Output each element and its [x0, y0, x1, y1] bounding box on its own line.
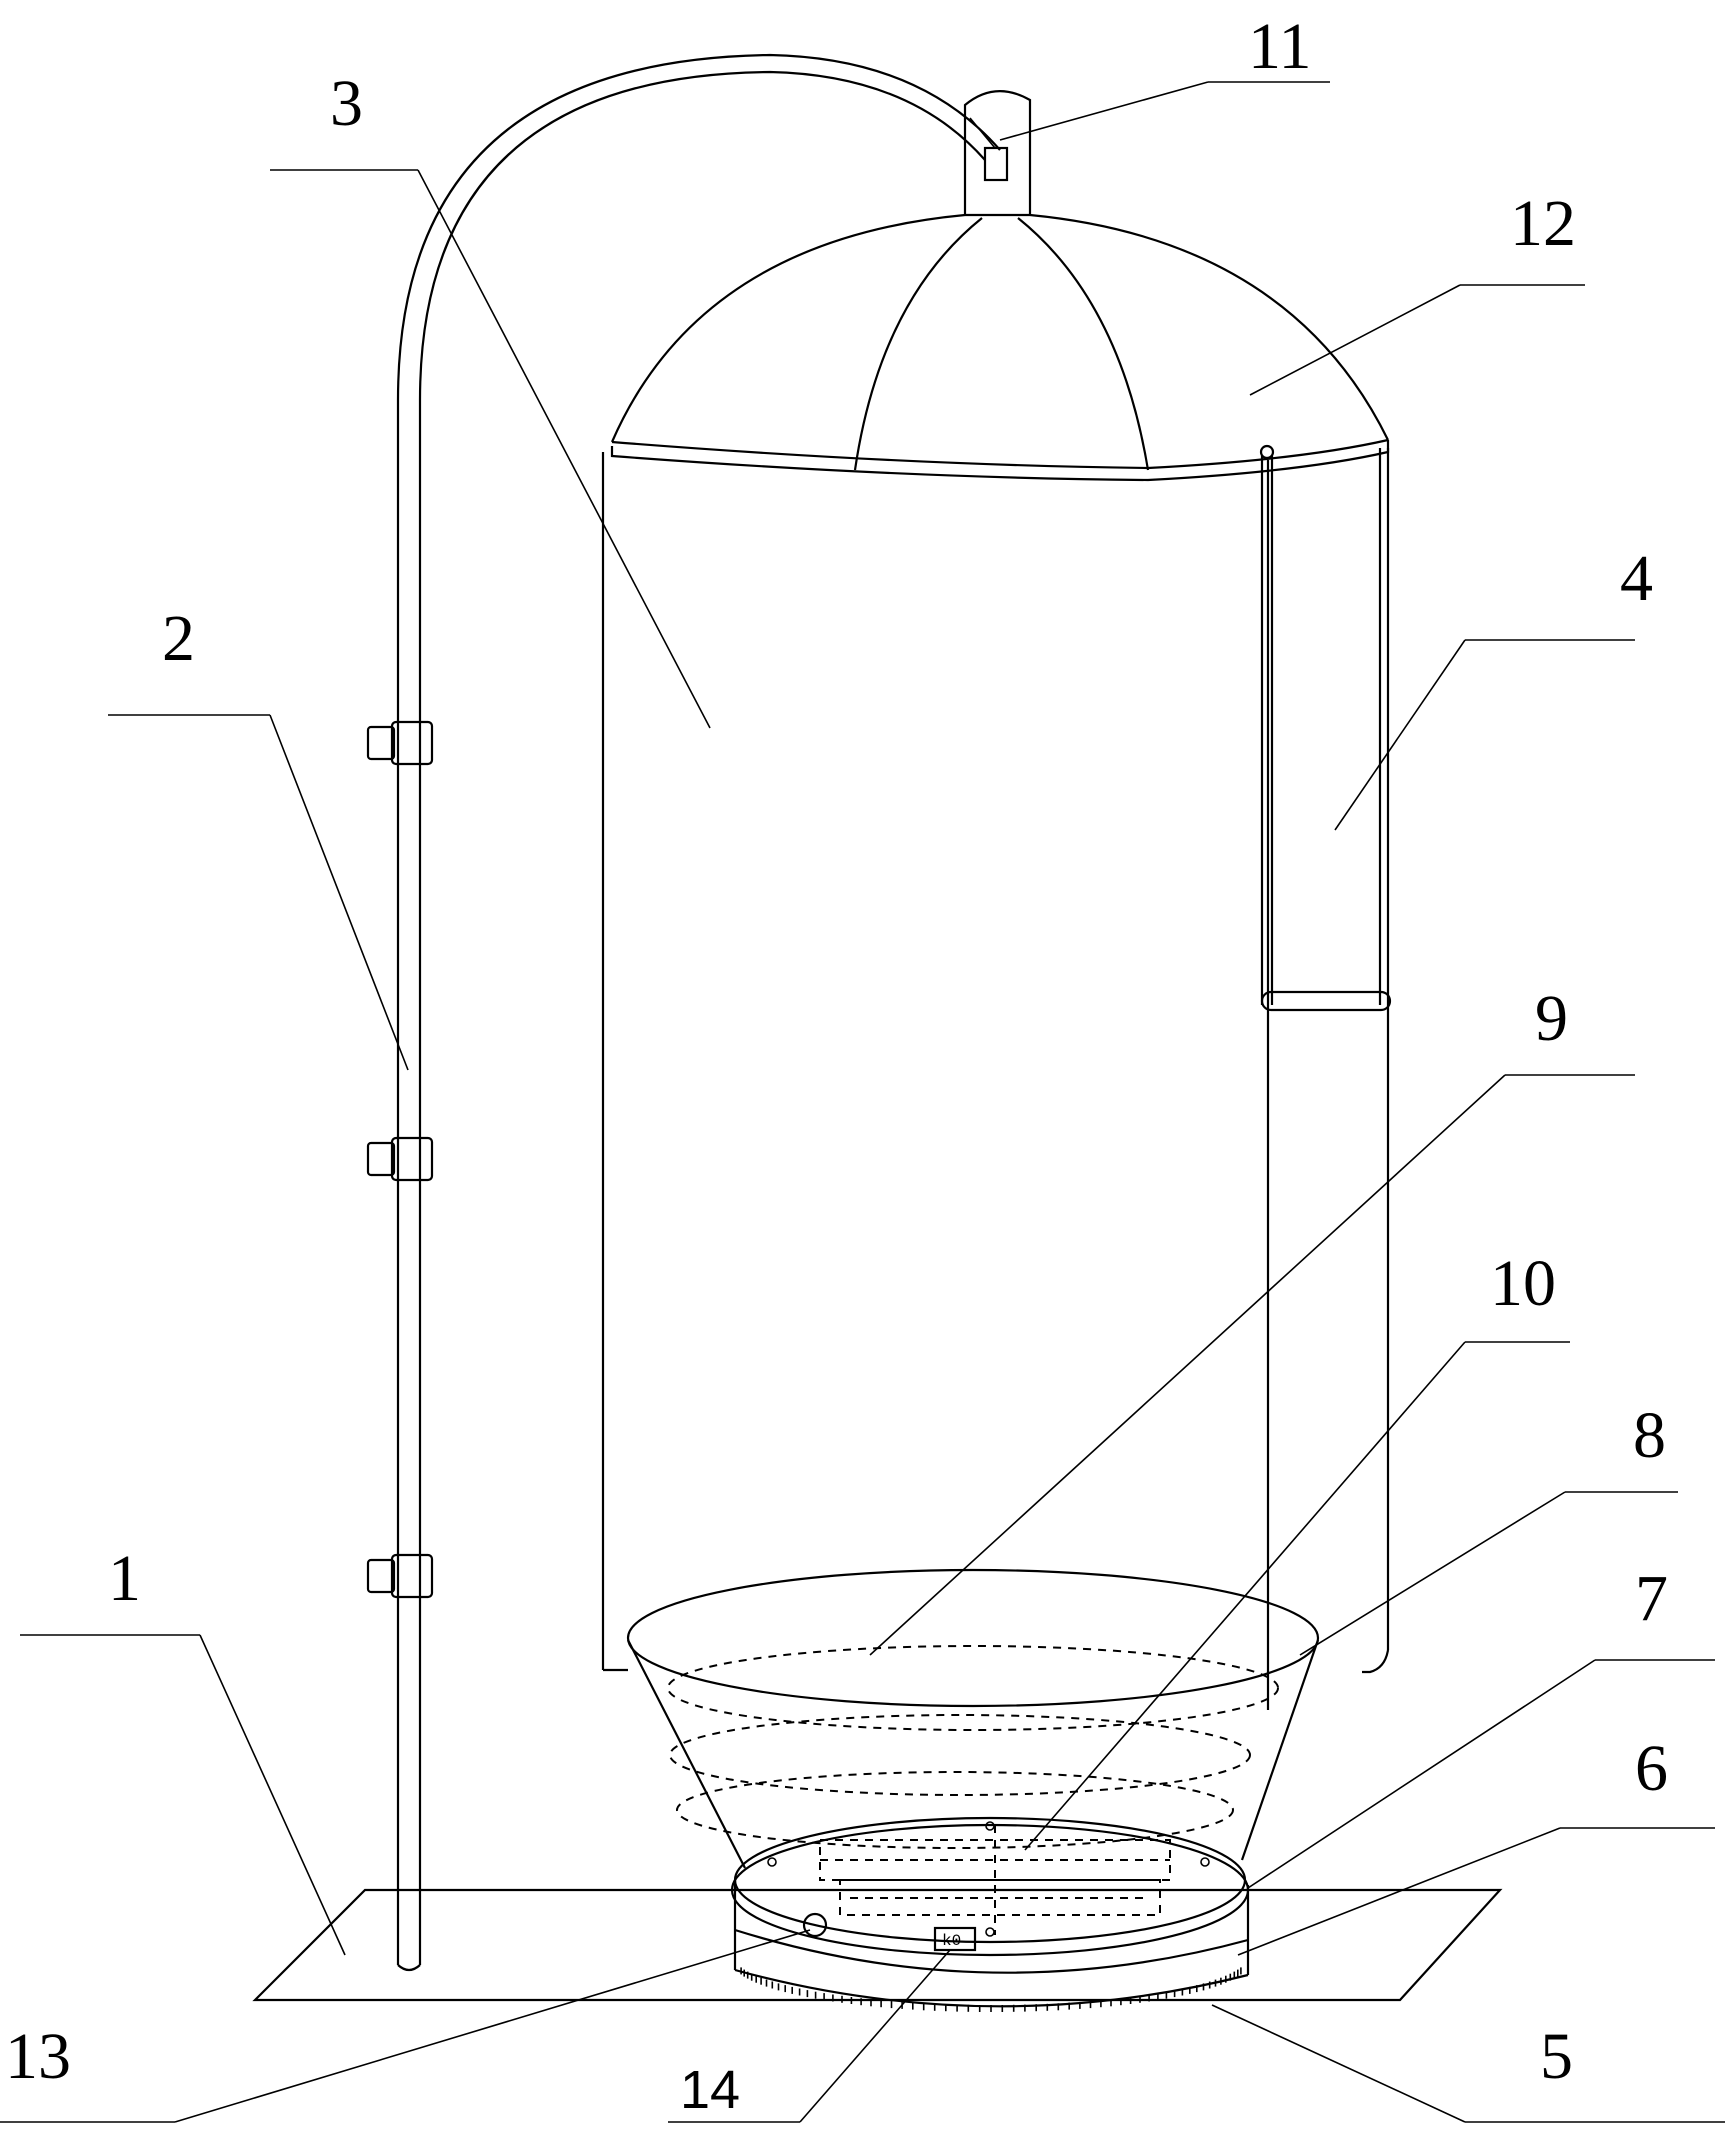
label-14: 14	[680, 2060, 740, 2120]
label-13: 13	[5, 2020, 71, 2093]
pole-clamp-bottom	[366, 1553, 434, 1599]
power-switch[interactable]	[802, 1912, 828, 1938]
label-2: 2	[162, 602, 195, 675]
scale-ring	[740, 1967, 1242, 2012]
label-8: 8	[1633, 1399, 1666, 1472]
dome-top	[610, 213, 1390, 482]
label-4: 4	[1620, 542, 1653, 615]
heating-coils	[667, 1645, 1279, 1849]
side-flap	[1259, 444, 1392, 1012]
support-pole	[396, 53, 1001, 1972]
base-plate	[252, 1888, 1503, 2002]
label-3: 3	[330, 67, 363, 140]
pole-clamp-top	[366, 720, 434, 766]
basin	[626, 1568, 1320, 1869]
label-6: 6	[1635, 1732, 1668, 1805]
temperature-display: k0	[933, 1926, 977, 1952]
leader-lines	[0, 81, 1725, 2123]
label-1: 1	[108, 1542, 141, 1615]
bottom-heater-grid	[819, 1825, 1171, 1935]
curtain-body	[601, 448, 1390, 1690]
label-9: 9	[1535, 982, 1568, 1055]
label-10: 10	[1490, 1247, 1556, 1320]
label-7: 7	[1635, 1562, 1668, 1635]
display-readout: k0	[942, 1932, 961, 1950]
pole-clamp-middle	[366, 1136, 434, 1182]
hanging-hook	[963, 90, 1032, 215]
label-11: 11	[1248, 10, 1312, 83]
label-12: 12	[1510, 187, 1576, 260]
label-5: 5	[1540, 2020, 1573, 2093]
